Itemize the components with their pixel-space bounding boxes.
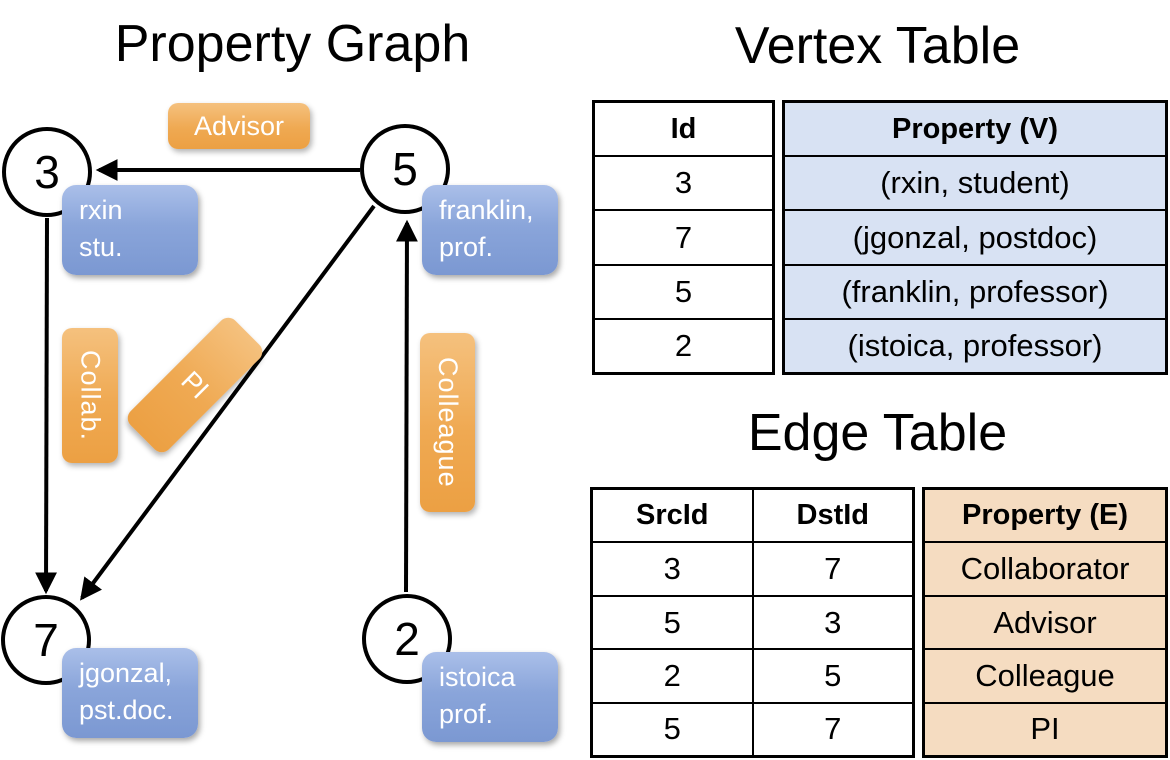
table-cell: (franklin, professor) (785, 263, 1165, 318)
vertex-property-box-5: franklin, prof. (422, 185, 558, 275)
vertex-property-line: franklin, (439, 195, 534, 225)
column-header: Property (E) (925, 490, 1165, 542)
table-column-gap (775, 100, 782, 375)
table-cell: 3 (751, 596, 913, 649)
vertex-property-line: rxin (79, 195, 123, 225)
table-cell: 7 (595, 209, 772, 263)
table-cell: 5 (663, 604, 681, 640)
property-graph-title: Property Graph (114, 15, 471, 73)
vertex-table-property-column: Property (V) (rxin, student) (jgonzal, p… (782, 100, 1168, 375)
table-cell: Colleague (925, 648, 1165, 702)
edge-label-collab: Collab. (62, 328, 118, 463)
edge-label-text: PI (175, 365, 215, 405)
table-row: 5 7 (593, 701, 913, 756)
vertex-property-line: prof. (439, 232, 494, 262)
vertex-table-id-column: Id 3 7 5 2 (592, 100, 775, 375)
vertex-property-line: pst.doc. (79, 695, 174, 725)
edge-label-text: Advisor (193, 110, 285, 141)
vertex-id: 5 (392, 143, 418, 195)
edge-table: SrcId DstId 3 7 5 3 2 5 5 7 Property (E) (590, 487, 1168, 758)
vertex-id: 3 (34, 146, 60, 198)
edge-table-property-column: Property (E) Collaborator Advisor Collea… (922, 487, 1168, 758)
column-header: Property (V) (785, 103, 1165, 156)
vertex-id: 7 (33, 614, 59, 666)
vertex-circle-5: 5 (360, 124, 450, 214)
edge-label-colleague: Colleague (420, 333, 475, 512)
table-header-row: SrcId DstId (593, 490, 913, 542)
edge-label-text: Collab. (75, 349, 106, 442)
edge-label-advisor: Advisor (168, 103, 310, 149)
edge-table-title: Edge Table (747, 404, 1008, 462)
table-cell: Advisor (925, 594, 1165, 649)
table-cell: (istoica, professor) (785, 317, 1165, 373)
vertex-id: 2 (394, 613, 420, 665)
table-cell: 5 (751, 650, 913, 702)
vertex-table-title: Vertex Table (734, 17, 1021, 75)
table-cell: 5 (663, 711, 681, 747)
vertex-table: Id 3 7 5 2 Property (V) (rxin, student) … (592, 100, 1168, 375)
table-column-gap (915, 487, 922, 758)
table-cell: 7 (751, 543, 913, 595)
table-cell: 3 (663, 551, 681, 587)
table-cell: Collaborator (925, 541, 1165, 595)
vertex-property-box-3: rxin stu. (62, 185, 198, 275)
table-cell: (jgonzal, postdoc) (785, 209, 1165, 264)
edge-2-to-5 (395, 219, 418, 593)
edge-3-to-7 (35, 217, 58, 595)
vertex-property-line: stu. (79, 232, 123, 262)
vertex-property-box-2: istoica prof. (422, 652, 558, 742)
table-cell: 7 (751, 703, 913, 756)
table-cell: PI (925, 701, 1165, 756)
vertex-property-box-7: jgonzal, pst.doc. (62, 648, 198, 738)
table-cell: 3 (595, 155, 772, 209)
edge-label-text: Colleague (433, 357, 463, 488)
table-row: 2 5 (593, 648, 913, 702)
vertex-property-line: jgonzal, (79, 658, 173, 688)
vertex-property-line: istoica (439, 662, 516, 692)
column-header: SrcId (635, 499, 709, 532)
graph-edges (35, 159, 418, 601)
column-header: DstId (751, 490, 913, 542)
table-cell: 5 (595, 263, 772, 318)
table-cell: 2 (663, 657, 681, 693)
edge-5-to-7 (80, 204, 376, 601)
vertex-circle-2: 2 (362, 594, 452, 684)
table-row: 5 3 (593, 594, 913, 649)
edge-table-id-columns: SrcId DstId 3 7 5 3 2 5 5 7 (590, 487, 915, 758)
table-row: 3 7 (593, 541, 913, 595)
table-cell: (rxin, student) (785, 155, 1165, 210)
table-cell: 2 (595, 317, 772, 372)
vertex-property-line: prof. (439, 699, 494, 729)
column-header: Id (670, 112, 697, 145)
